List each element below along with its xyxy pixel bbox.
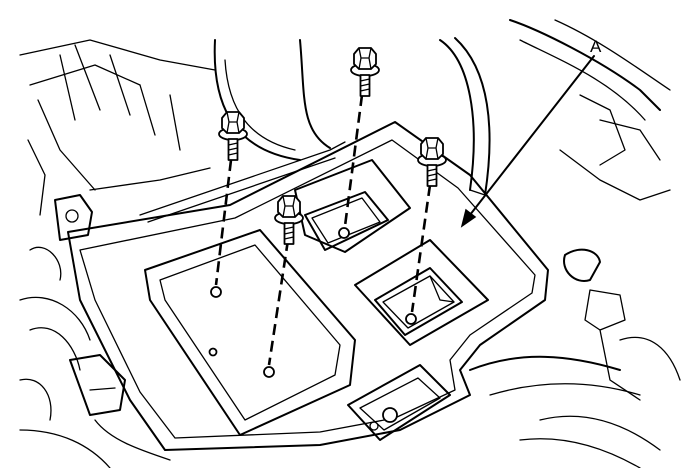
callout-arrowhead (460, 208, 477, 228)
callout-leader-line (465, 55, 595, 221)
bolt-hole (210, 286, 222, 298)
bolt-hole (263, 366, 275, 378)
bolt-hole (405, 313, 417, 325)
callout-label: A (590, 37, 602, 56)
battery-tray (67, 121, 549, 451)
bolt-hole (338, 227, 350, 239)
bolts (218, 47, 447, 245)
bolt-icon (218, 111, 248, 161)
installation-guide-lines (214, 94, 432, 366)
bolt-icon (274, 195, 304, 245)
bolt-icon (350, 47, 380, 97)
drain-hole (382, 407, 398, 423)
background-engine-parts (19, 19, 681, 468)
callout-a: A (460, 37, 602, 228)
locator-hole (208, 347, 218, 357)
bolt-icon (417, 137, 447, 187)
